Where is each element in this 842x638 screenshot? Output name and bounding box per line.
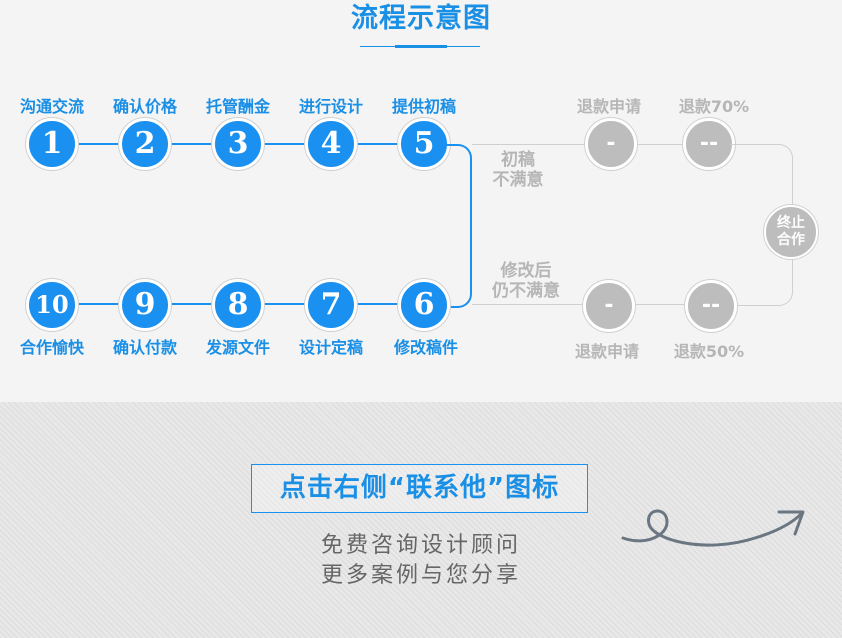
step-6-circle: 6 (398, 279, 450, 331)
branch-line-top (472, 144, 592, 145)
refund-apply-circle-top: - (585, 118, 637, 170)
connector-line (167, 303, 221, 305)
step-8-label: 发源文件 (205, 338, 270, 357)
step-5-to-6-connector (446, 144, 472, 308)
refund-apply-circle-bottom: - (583, 280, 635, 332)
connector-line (167, 143, 221, 145)
branch-top-condition-line2: 不满意 (492, 170, 544, 190)
branch-line-bottom (472, 304, 592, 305)
branch-line-top (630, 144, 690, 145)
connector-line (74, 303, 128, 305)
step-6-label: 修改稿件 (393, 338, 458, 357)
consult-text-line1: 免费咨询设计顾问 (320, 533, 521, 558)
step-10-circle: 10 (26, 279, 78, 331)
refund-apply-label-bottom: 退款申请 (574, 342, 639, 361)
step-10-label: 合作愉快 (19, 338, 84, 357)
branch-top-condition: 初稿 不满意 (468, 150, 568, 190)
connector-line (353, 143, 407, 145)
process-section: 流程示意图 沟通交流 确认价格 托管酬金 进行设计 提供初稿 1 2 3 4 5… (19, 3, 818, 361)
connector-line (74, 143, 128, 145)
branch-line-bottom (630, 304, 690, 305)
step-4-label: 进行设计 (298, 97, 363, 116)
step-8-circle: 8 (212, 279, 264, 331)
step-7-circle: 7 (305, 279, 357, 331)
curly-arrow-icon (621, 509, 805, 547)
step-2-label: 确认价格 (112, 97, 177, 116)
branch-top-condition-line1: 初稿 (501, 150, 535, 170)
step-7-label: 设计定稿 (298, 338, 363, 357)
refund-70-circle: -- (683, 118, 735, 170)
connector-line (353, 303, 407, 305)
branch-bottom-condition: 修改后 仍不满意 (476, 261, 576, 301)
refund-apply-label-top: 退款申请 (576, 97, 641, 116)
refund-70-label: 退款70% (678, 97, 750, 116)
page-title: 流程示意图 (351, 3, 491, 34)
title-underline-accent (395, 45, 447, 48)
step-5-label: 提供初稿 (391, 97, 456, 116)
consult-text-line2: 更多案例与您分享 (320, 563, 521, 588)
refund-50-circle: -- (685, 280, 737, 332)
step-9-label: 确认付款 (112, 338, 177, 357)
contact-section (0, 402, 842, 638)
step-3-label: 托管酬金 (205, 97, 270, 116)
terminate-line1: 终止 (777, 215, 805, 231)
step-3-circle: 3 (212, 118, 264, 170)
step-9-circle: 9 (119, 279, 171, 331)
step-1-circle: 1 (26, 118, 78, 170)
contact-cta-banner[interactable]: 点击右侧“联系他”图标 (251, 464, 588, 513)
connector-line (260, 303, 314, 305)
branch-bottom-condition-line2: 仍不满意 (492, 281, 560, 301)
step-1-label: 沟通交流 (19, 97, 84, 116)
terminate-cooperation-circle: 终止 合作 (764, 205, 818, 259)
terminate-line2: 合作 (777, 232, 805, 248)
step-4-circle: 4 (305, 118, 357, 170)
branch-bottom-condition-line1: 修改后 (500, 261, 552, 281)
step-2-circle: 2 (119, 118, 171, 170)
refund-50-label: 退款50% (673, 342, 745, 361)
step-5-circle: 5 (398, 118, 450, 170)
connector-line (260, 143, 314, 145)
